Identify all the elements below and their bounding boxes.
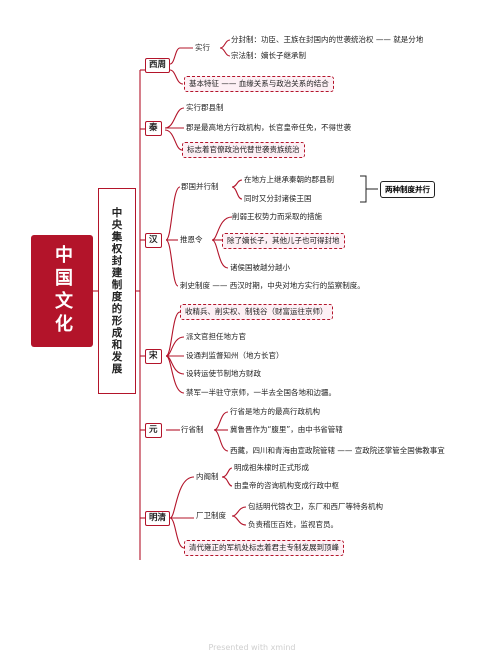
mingqing-changwei[interactable]: 厂卫制度 bbox=[196, 511, 226, 520]
han-difang[interactable]: 在地方上继承秦朝的郡县制 bbox=[244, 175, 334, 184]
han-tongshi[interactable]: 同时又分封诸侯王国 bbox=[244, 194, 312, 203]
yuan-fuli[interactable]: 冀鲁晋作为“腹里”，由中书省管辖 bbox=[230, 425, 343, 434]
qin-biaozhi[interactable]: 标志着官僚政治代替世袭贵族统治 bbox=[182, 142, 305, 158]
mingqing-baokuo[interactable]: 包括明代锦衣卫，东厂和西厂等特务机构 bbox=[248, 502, 383, 511]
dynasty-song[interactable]: 宋 bbox=[145, 349, 162, 364]
song-shoujing[interactable]: 收精兵、削实权、制钱谷（财富运往京师） bbox=[180, 304, 333, 320]
yuan-xizang[interactable]: 西藏，四川和青海由宣政院管辖 —— 宣政院还掌管全国佛教事宜 bbox=[230, 446, 445, 455]
xizhou-zongfa[interactable]: 宗法制：嫡长子继承制 bbox=[231, 51, 306, 60]
root-title: 中国文化 bbox=[52, 245, 73, 337]
song-wenchen[interactable]: 派文官担任地方官 bbox=[186, 332, 246, 341]
subject-topic[interactable]: 中央集权封建制度的形成和发展 bbox=[98, 188, 136, 394]
mingqing-junjichu[interactable]: 清代雍正的军机处标志着君主专制发展到顶峰 bbox=[184, 540, 344, 556]
dynasty-xizhou[interactable]: 西周 bbox=[145, 58, 171, 73]
root-topic[interactable]: 中国文化 bbox=[31, 235, 93, 347]
dynasty-qin[interactable]: 秦 bbox=[145, 121, 162, 136]
dynasty-mingqing-label: 明清 bbox=[149, 513, 167, 523]
dynasty-xizhou-label: 西周 bbox=[149, 60, 167, 70]
dynasty-yuan[interactable]: 元 bbox=[145, 423, 162, 438]
song-zhuanyun[interactable]: 设转运使节制地方财政 bbox=[186, 369, 261, 378]
dynasty-song-label: 宋 bbox=[149, 351, 158, 361]
qin-junxian[interactable]: 实行郡县制 bbox=[186, 103, 224, 112]
han-junguo[interactable]: 郡国并行制 bbox=[181, 182, 219, 191]
subject-title: 中央集权封建制度的形成和发展 bbox=[110, 207, 123, 375]
song-tongpan[interactable]: 设通判监督知州（地方长官） bbox=[186, 351, 284, 360]
dynasty-han[interactable]: 汉 bbox=[145, 233, 162, 248]
han-zhuhou[interactable]: 诸侯国被越分越小 bbox=[230, 263, 290, 272]
mingqing-youhuangdi[interactable]: 由皇帝的咨询机构变成行政中枢 bbox=[234, 481, 339, 490]
song-jinjun[interactable]: 禁军一半驻守京师，一半去全国各地和边疆。 bbox=[186, 388, 336, 397]
han-cishi[interactable]: 刺史制度 —— 西汉时期，中央对地方实行的监察制度。 bbox=[180, 281, 365, 290]
han-xueruo[interactable]: 削弱王权势力而采取的措施 bbox=[232, 212, 322, 221]
mingqing-fuze[interactable]: 负责稽压百姓，监视官员。 bbox=[248, 520, 338, 529]
dynasty-han-label: 汉 bbox=[149, 235, 158, 245]
xizhou-jiben[interactable]: 基本特征 —— 血缘关系与政治关系的结合 bbox=[184, 76, 334, 92]
dynasty-yuan-label: 元 bbox=[149, 425, 158, 435]
xizhou-shixing[interactable]: 实行 bbox=[195, 43, 210, 52]
footer-watermark: Presented with xmind bbox=[208, 643, 296, 652]
yuan-zuigao[interactable]: 行省是地方的最高行政机构 bbox=[230, 407, 320, 416]
qin-county[interactable]: 郡是最高地方行政机构，长官皇帝任免，不得世袭 bbox=[186, 123, 351, 132]
yuan-xingsheng[interactable]: 行省制 bbox=[181, 425, 204, 434]
han-chule[interactable]: 除了嫡长子，其他儿子也可得封地 bbox=[222, 233, 345, 249]
mingqing-mingcheng[interactable]: 明成祖朱棣时正式形成 bbox=[234, 463, 309, 472]
dynasty-mingqing[interactable]: 明清 bbox=[145, 511, 171, 526]
han-tuienling[interactable]: 推恩令 bbox=[180, 235, 203, 244]
han-liangzhong[interactable]: 两种制度并行 bbox=[380, 181, 435, 198]
mingqing-neige[interactable]: 内阁制 bbox=[196, 472, 219, 481]
xizhou-fenfeng[interactable]: 分封制：功臣、王族在封国内的世袭统治权 —— 就是分地 bbox=[231, 35, 424, 44]
dynasty-qin-label: 秦 bbox=[149, 123, 158, 133]
